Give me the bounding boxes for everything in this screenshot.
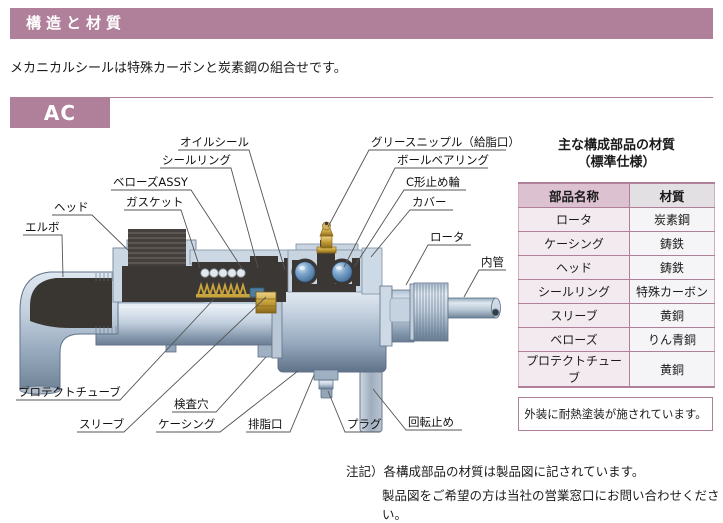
leader-line-ball-bearing — [343, 167, 488, 268]
coating-note-box: 外装に耐熱塗装が施されています。 — [518, 397, 713, 431]
casing-shape — [271, 287, 387, 399]
material-cell: 黄銅 — [629, 303, 715, 328]
leader-line-drain-port — [246, 374, 315, 433]
table-row: ロータ 炭素鋼 — [518, 207, 715, 232]
part-label-ball-bearing: ボールベアリング — [397, 153, 489, 167]
part-label-elbow: エルボ — [25, 220, 60, 234]
leader-line-cover — [370, 209, 453, 258]
inner-pipe-shape — [447, 297, 501, 319]
table-row: シールリング 特殊カーボン — [518, 279, 715, 304]
materials-header-material: 材質 — [629, 182, 715, 208]
part-name-cell: シールリング — [518, 279, 630, 304]
intro-text: メカニカルシールは特殊カーボンと炭素鋼の組合せです。 — [10, 61, 347, 76]
leader-line-rotation-stop — [372, 388, 462, 431]
leader-line-plug — [327, 390, 380, 433]
part-label-drain-port: 排脂口 — [248, 417, 283, 431]
materials-header-row: 部品名称 材質 — [518, 182, 715, 208]
part-label-c-ring: C形止め輪 — [406, 175, 461, 189]
leader-line-inspection-hole — [172, 356, 267, 413]
leader-line-c-ring — [353, 189, 466, 268]
part-label-casing: ケーシング — [158, 417, 216, 431]
material-cell: 炭素鋼 — [629, 207, 715, 232]
leader-line-seal-ring — [160, 167, 259, 269]
sleeve-shape — [255, 291, 277, 314]
material-cell: 黄銅 — [629, 351, 715, 388]
gasket-cover-slab-shape — [189, 249, 295, 265]
part-label-bellows-assy: ベローズASSY — [113, 175, 188, 189]
part-label-inner-pipe: 内管 — [481, 255, 504, 269]
leader-line-bellows-assy — [111, 189, 244, 271]
part-label-plug: プラグ — [347, 417, 382, 431]
part-label-gasket: ガスケット — [126, 195, 184, 209]
part-name-cell: ロータ — [518, 207, 630, 232]
table-row: スリーブ 黄銅 — [518, 303, 715, 328]
leader-line-oil-seal — [178, 149, 286, 271]
footnote-line2: 製品図をご希望の方は当社の営業窓口にお問い合わせください。 — [382, 488, 720, 522]
grease-nipple-shape — [316, 221, 337, 254]
part-label-inspection-hole: 検査穴 — [174, 397, 209, 411]
head-shape — [112, 229, 205, 303]
leader-line-grease-nipple — [327, 149, 506, 228]
part-name-cell: ヘッド — [518, 255, 630, 280]
part-name-cell: プロテクトチューブ — [518, 351, 630, 388]
model-rule-line — [10, 97, 713, 98]
part-label-seal-ring: シールリング — [162, 153, 231, 167]
part-label-rotation-stop: 回転止め — [408, 415, 454, 429]
section-header-bar: 構造と材質 — [10, 8, 713, 39]
part-label-protect-tube: プロテクトチューブ — [18, 385, 121, 399]
leader-line-gasket — [124, 209, 201, 269]
leader-line-inner-pipe — [463, 269, 506, 298]
materials-header-part: 部品名称 — [518, 182, 630, 208]
leader-line-casing — [156, 370, 299, 433]
coating-note-text: 外装に耐熱塗装が施されています。 — [524, 407, 707, 421]
table-row: ケーシング 鋳鉄 — [518, 231, 715, 256]
table-row: ヘッド 鋳鉄 — [518, 255, 715, 280]
part-label-head: ヘッド — [54, 200, 89, 214]
materials-table-title-line2: （標準仕様） — [577, 155, 656, 170]
materials-table: 部品名称 材質 ロータ 炭素鋼 ケーシング 鋳鉄 ヘッド 鋳鉄 シールリング 特… — [518, 182, 715, 388]
part-name-cell: ケーシング — [518, 231, 630, 256]
part-label-cover: カバー — [412, 195, 447, 209]
material-cell: 鋳鉄 — [629, 255, 715, 280]
leader-line-head — [52, 214, 129, 251]
footnote-line1: 注記）各構成部品の材質は製品図に記されています。 — [346, 464, 645, 479]
material-cell: 鋳鉄 — [629, 231, 715, 256]
material-cell: りん青銅 — [629, 327, 715, 352]
table-row: プロテクトチューブ 黄銅 — [518, 351, 715, 388]
part-name-cell: スリーブ — [518, 303, 630, 328]
leader-line-rotor — [405, 244, 471, 286]
part-label-sleeve: スリーブ — [79, 417, 125, 431]
materials-table-title-line1: 主な構成部品の材質 — [557, 138, 675, 153]
material-cell: 特殊カーボン — [629, 279, 715, 304]
table-row: ベローズ りん青銅 — [518, 327, 715, 352]
part-name-cell: ベローズ — [518, 327, 630, 352]
materials-table-title: 主な構成部品の材質 （標準仕様） — [518, 137, 715, 171]
model-tag-label: AC — [43, 100, 77, 125]
rotor-shape — [379, 282, 449, 347]
leader-line-sleeve — [77, 296, 267, 433]
part-label-grease-nipple: グリースニップル（給脂口） — [371, 135, 520, 149]
leader-line-protect-tube — [16, 298, 215, 401]
elbow-shape — [19, 271, 119, 395]
part-label-rotor: ロータ — [430, 230, 465, 244]
section-title: 構造と材質 — [26, 14, 127, 32]
part-label-oil-seal: オイルシール — [180, 135, 249, 149]
leader-line-elbow — [23, 234, 64, 278]
model-tag: AC — [10, 97, 110, 128]
